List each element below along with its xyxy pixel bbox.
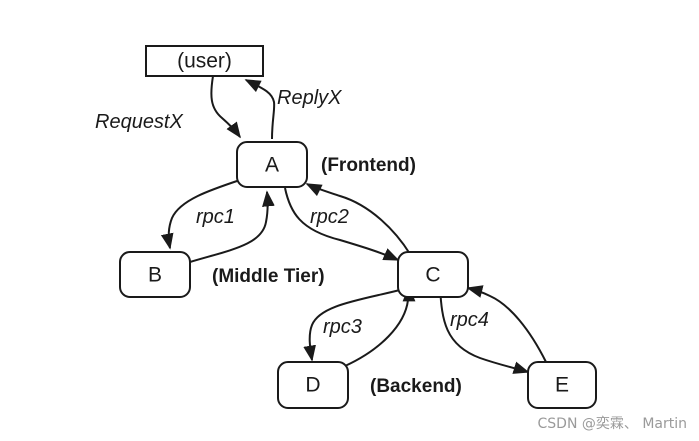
- node-A-label: A: [265, 154, 279, 177]
- edge-label-rpc1: rpc1: [196, 206, 235, 228]
- node-user-box: [145, 45, 264, 77]
- node-C-box: [397, 251, 469, 298]
- node-B-box: [119, 251, 191, 298]
- node-user-label: (user): [177, 50, 232, 73]
- edge-label-rpc4: rpc4: [450, 309, 489, 331]
- watermark: CSDN @奕霖、 Martin: [537, 416, 687, 432]
- edge-A-to-B: [160, 179, 241, 250]
- node-B: B: [119, 251, 191, 298]
- edge-A-to-user: [244, 79, 276, 140]
- edge-C-to-A: [305, 183, 411, 255]
- edge-C-to-D: [303, 289, 401, 362]
- node-E-label: E: [555, 374, 569, 397]
- node-A: A: [236, 141, 308, 188]
- edge-label-requestx: RequestX: [95, 111, 183, 133]
- edge-label-rpc2: rpc2: [310, 206, 349, 228]
- node-E: E: [527, 361, 597, 409]
- node-user: (user): [145, 45, 264, 77]
- edge-label-rpc3: rpc3: [323, 316, 362, 338]
- node-D-box: [277, 361, 349, 409]
- edge-label-replyx: ReplyX: [277, 87, 342, 109]
- tier-label-frontend: (Frontend): [321, 155, 416, 176]
- edge-E-to-C: [466, 285, 547, 363]
- node-C-label: C: [425, 264, 440, 287]
- tier-label-backend: (Backend): [370, 376, 462, 397]
- node-A-box: [236, 141, 308, 188]
- node-B-label: B: [148, 264, 162, 287]
- node-D-label: D: [305, 374, 320, 397]
- edge-C-to-E: [439, 287, 530, 374]
- node-E-box: [527, 361, 597, 409]
- edge-user-to-A: [210, 75, 241, 139]
- node-C: C: [397, 251, 469, 298]
- tier-label-middle: (Middle Tier): [212, 266, 325, 287]
- node-D: D: [277, 361, 349, 409]
- edge-A-to-C: [284, 187, 400, 261]
- edge-B-to-A: [189, 190, 275, 263]
